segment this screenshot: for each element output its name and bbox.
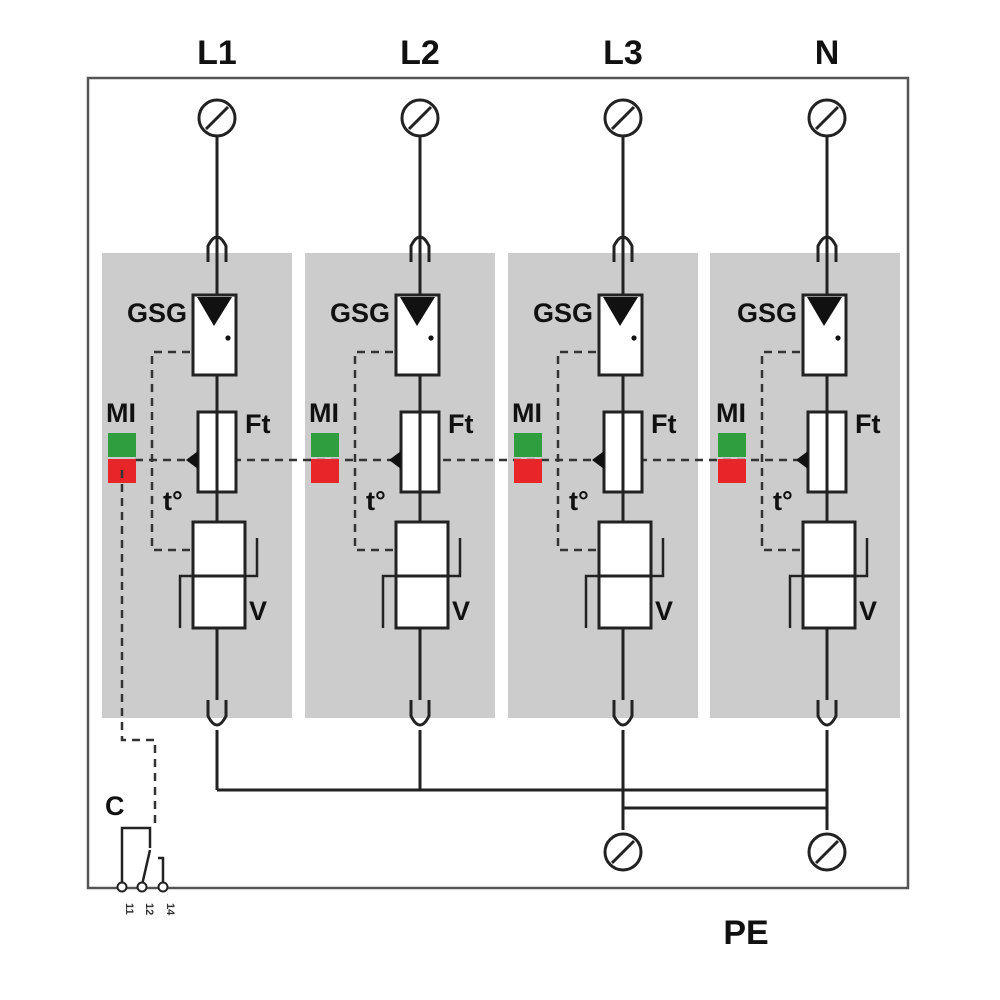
fuse-actuator-arrow-icon	[389, 451, 401, 469]
fuse-actuator-arrow-icon	[796, 451, 808, 469]
plug-contact-icon	[409, 235, 431, 262]
temperature-label: t°	[366, 486, 386, 516]
contact-label: C	[105, 791, 125, 821]
gsg-label: GSG	[330, 298, 390, 328]
gsg-dot	[835, 335, 841, 341]
varistor-lower	[801, 574, 857, 630]
plug-contact-icon	[816, 235, 838, 262]
phase-l2: L2 GSG Ft V MI t°	[309, 34, 473, 790]
contact-pin-12	[136, 881, 148, 893]
varistor-upper	[801, 520, 857, 578]
phase-n: N GSG Ft V MI t°	[716, 34, 880, 830]
indicator-ok	[108, 433, 136, 457]
phase-l3: L3 GSG Ft V MI t°	[512, 34, 676, 830]
plug-contact-icon	[612, 700, 634, 727]
varistor-label: V	[249, 596, 267, 626]
phase-label: L2	[400, 34, 440, 72]
pe-terminal-right	[807, 832, 847, 872]
gsg-label: GSG	[737, 298, 797, 328]
ft-label: Ft	[855, 409, 880, 439]
indicator-fault	[514, 459, 542, 483]
fuse-actuator-arrow-icon	[186, 451, 198, 469]
varistor-characteristic-line	[788, 538, 869, 628]
temperature-label: t°	[773, 486, 793, 516]
mi-label: MI	[309, 398, 339, 428]
contact-wire	[158, 856, 165, 885]
varistor-label: V	[859, 596, 877, 626]
device-housing	[86, 76, 910, 890]
pe-label: PE	[723, 914, 768, 952]
varistor-characteristic-line	[381, 538, 462, 628]
phase-label: L1	[197, 34, 237, 72]
gsg-label: GSG	[127, 298, 187, 328]
thermal-link-dashed	[556, 350, 596, 552]
pe-terminal-left	[603, 832, 643, 872]
varistor-upper	[191, 520, 247, 578]
phase-l1: L1 GSG Ft V MI t°	[106, 34, 270, 790]
gsg-dot	[225, 335, 231, 341]
contact-pin-label: 11	[123, 903, 135, 915]
contact-pin-11	[116, 881, 128, 893]
phase-label: N	[815, 34, 840, 72]
thermal-link-dashed	[150, 350, 190, 552]
screw-slot	[814, 105, 840, 131]
indicator-ok	[718, 433, 746, 457]
varistor-lower	[394, 574, 450, 630]
phase-label: L3	[603, 34, 643, 72]
thermal-link-dashed	[760, 350, 800, 552]
indicator-fault	[718, 459, 746, 483]
ft-label: Ft	[651, 409, 676, 439]
plug-contact-icon	[612, 235, 634, 262]
varistor-characteristic-line	[584, 538, 665, 628]
contact-wire	[120, 826, 152, 885]
varistor-characteristic-line	[178, 538, 259, 628]
temperature-label: t°	[163, 486, 183, 516]
plug-contact-icon	[206, 700, 228, 727]
contact-blade	[140, 849, 152, 886]
gsg-triangle-icon	[807, 297, 842, 326]
contact-pin-label: 14	[164, 903, 176, 916]
varistor-lower	[597, 574, 653, 630]
screw-slot	[610, 839, 636, 865]
ft-label: Ft	[245, 409, 270, 439]
contact-pin-label: 12	[143, 903, 155, 915]
plug-contact-icon	[409, 700, 431, 727]
screw-slot	[814, 839, 840, 865]
mi-label: MI	[716, 398, 746, 428]
plug-contact-icon	[816, 700, 838, 727]
screw-slot	[407, 105, 433, 131]
screw-slot	[610, 105, 636, 131]
indicator-ok	[514, 433, 542, 457]
gsg-triangle-icon	[197, 297, 232, 326]
gsg-dot	[631, 335, 637, 341]
mi-label: MI	[512, 398, 542, 428]
contact-pin-14	[157, 881, 169, 893]
varistor-label: V	[655, 596, 673, 626]
remote-signal-dashed-link	[120, 470, 157, 828]
varistor-upper	[394, 520, 450, 578]
thermal-link-dashed	[353, 350, 393, 552]
indicator-fault	[311, 459, 339, 483]
screw-slot	[204, 105, 230, 131]
remote-contact-switch-icon	[116, 826, 169, 893]
fuse-actuator-arrow-icon	[592, 451, 604, 469]
gsg-dot	[428, 335, 434, 341]
indicator-ok	[311, 433, 339, 457]
gsg-triangle-icon	[400, 297, 435, 326]
temperature-label: t°	[569, 486, 589, 516]
gsg-label: GSG	[533, 298, 593, 328]
varistor-lower	[191, 574, 247, 630]
plug-contact-icon	[206, 235, 228, 262]
varistor-upper	[597, 520, 653, 578]
ft-label: Ft	[448, 409, 473, 439]
gsg-triangle-icon	[603, 297, 638, 326]
varistor-label: V	[452, 596, 470, 626]
mi-label: MI	[106, 398, 136, 428]
